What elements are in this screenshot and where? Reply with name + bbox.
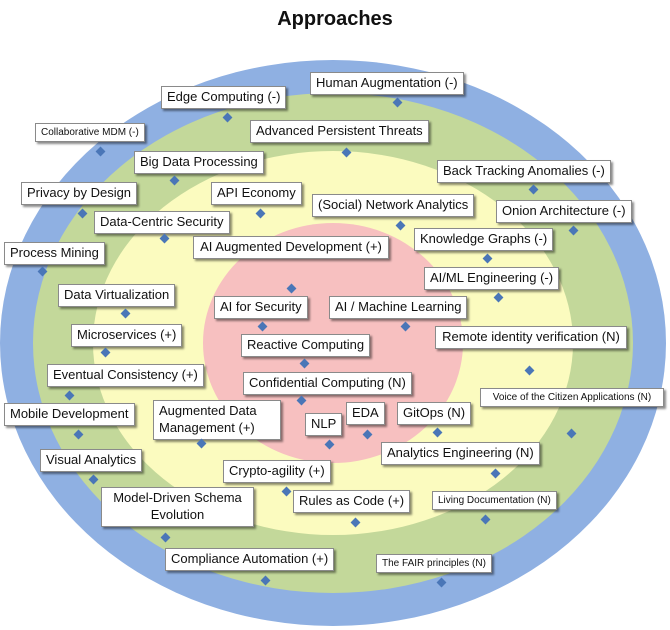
item-label-the-fair-principles: The FAIR principles (N) bbox=[376, 554, 492, 573]
item-label-data-virtualization: Data Virtualization bbox=[58, 284, 176, 307]
item-label-ai-ml-engineering: AI/ML Engineering (-) bbox=[424, 267, 560, 290]
item-label-knowledge-graphs: Knowledge Graphs (-) bbox=[414, 228, 554, 251]
item-label-ai-machine-learning: AI / Machine Learning bbox=[329, 296, 468, 319]
item-label-big-data-processing: Big Data Processing bbox=[134, 151, 264, 174]
item-label-back-tracking-anomalies: Back Tracking Anomalies (-) bbox=[437, 160, 611, 183]
page-title: Approaches bbox=[277, 8, 393, 30]
item-label-collaborative-mdm: Collaborative MDM (-) bbox=[35, 123, 145, 142]
item-label-advanced-persistent-threats: Advanced Persistent Threats bbox=[250, 120, 429, 143]
item-label-eda: EDA bbox=[346, 402, 385, 425]
item-label-nlp: NLP bbox=[305, 413, 343, 436]
item-label-compliance-automation: Compliance Automation (+) bbox=[165, 548, 335, 571]
item-label-social-network-analytics: (Social) Network Analytics bbox=[312, 194, 475, 217]
item-label-rules-as-code: Rules as Code (+) bbox=[293, 490, 411, 513]
item-label-crypto-agility: Crypto-agility (+) bbox=[223, 460, 331, 483]
item-label-eventual-consistency: Eventual Consistency (+) bbox=[47, 364, 204, 387]
item-label-living-documentation: Living Documentation (N) bbox=[432, 491, 557, 510]
item-label-data-centric-security: Data-Centric Security bbox=[94, 211, 230, 234]
item-label-voice-of-the-citizen-applications: Voice of the Citizen Applications (N) bbox=[480, 388, 664, 407]
item-label-edge-computing: Edge Computing (-) bbox=[161, 86, 287, 109]
item-label-remote-identity-verification: Remote identity verification (N) bbox=[435, 326, 627, 349]
item-label-human-augmentation: Human Augmentation (-) bbox=[310, 72, 464, 95]
item-label-reactive-computing: Reactive Computing bbox=[241, 334, 371, 357]
item-label-model-driven-schema-evolution: Model-Driven Schema Evolution bbox=[101, 487, 254, 527]
item-label-analytics-engineering: Analytics Engineering (N) bbox=[381, 442, 540, 465]
item-label-augmented-data-management: Augmented Data Management (+) bbox=[153, 400, 281, 440]
item-label-confidential-computing: Confidential Computing (N) bbox=[243, 372, 412, 395]
item-label-privacy-by-design: Privacy by Design bbox=[21, 182, 138, 205]
item-label-mobile-development: Mobile Development bbox=[4, 403, 135, 426]
item-label-microservices: Microservices (+) bbox=[71, 324, 183, 347]
item-label-api-economy: API Economy bbox=[211, 182, 302, 205]
item-label-gitops: GitOps (N) bbox=[397, 402, 472, 425]
item-label-ai-for-security: AI for Security bbox=[214, 296, 308, 319]
item-label-onion-architecture: Onion Architecture (-) bbox=[496, 200, 632, 223]
item-label-ai-augmented-development: AI Augmented Development (+) bbox=[193, 236, 389, 259]
item-label-process-mining: Process Mining bbox=[4, 242, 105, 265]
item-label-visual-analytics: Visual Analytics bbox=[40, 449, 143, 472]
